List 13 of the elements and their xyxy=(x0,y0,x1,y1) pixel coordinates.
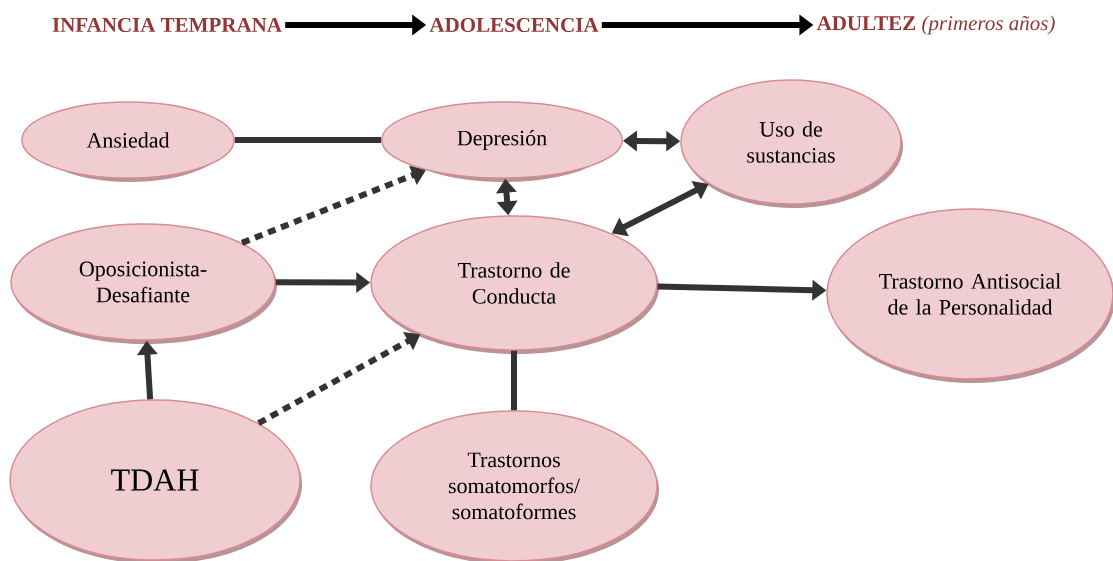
connector-line xyxy=(511,350,517,411)
ellipse-node: Oposicionista-Desafiante xyxy=(10,223,277,344)
connector-line xyxy=(234,137,382,143)
stage-label: ADULTEZ (primeros años) xyxy=(816,15,1055,35)
ellipse-node: Trastornos somatomorfos/ somatoformes xyxy=(370,410,659,561)
ellipse-node: Ansiedad xyxy=(21,101,235,182)
ellipse-node: Trastorno de Conducta xyxy=(370,215,659,354)
ellipse-node: Trastorno Antisocial de la Personalidad xyxy=(826,208,1113,383)
ellipse-node: Depresión xyxy=(381,101,623,182)
stage-label: INFANCIA TEMPRANA xyxy=(52,17,282,33)
ellipse-node: TDAH xyxy=(9,399,302,561)
ellipse-node: Uso de sustancias xyxy=(680,79,903,208)
stage-label: ADOLESCENCIA xyxy=(429,17,599,33)
